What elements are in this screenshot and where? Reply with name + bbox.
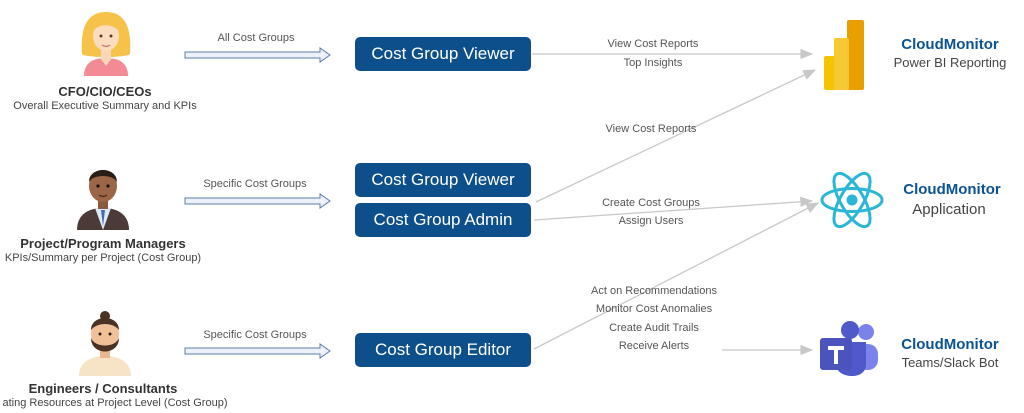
action-label-view-cost-reports: View Cost Reports (607, 38, 699, 50)
action-label-top-insights: Top Insights (623, 57, 683, 69)
target-brand-teams: CloudMonitor (901, 336, 999, 353)
role-title-executive: CFO/CIO/CEOs (58, 84, 152, 99)
power-bi-icon (824, 20, 864, 90)
role-subtitle-engineer: ating Resources at Project Level (Cost G… (2, 397, 228, 409)
access-label-engineer: Specific Cost Groups (203, 329, 307, 341)
cost-group-viewer-box: Cost Group Viewer (355, 163, 531, 197)
engineer-avatar-icon (79, 311, 131, 376)
target-name-teams: Teams/Slack Bot (901, 355, 999, 370)
executive-avatar-icon (81, 12, 131, 76)
action-label-monitor-cost-anomalies: Monitor Cost Anomalies (595, 303, 713, 315)
access-arrow-manager (184, 193, 331, 209)
action-label-assign-users: Assign Users (618, 215, 684, 227)
role-subtitle-manager: KPIs/Summary per Project (Cost Group) (4, 252, 202, 264)
access-label-executive: All Cost Groups (217, 32, 295, 44)
target-brand-application: CloudMonitor (903, 181, 1001, 198)
action-label-receive-alerts: Receive Alerts (618, 340, 690, 352)
role-title-manager: Project/Program Managers (20, 236, 186, 251)
access-arrow-engineer (184, 343, 331, 359)
role-subtitle-executive: Overall Executive Summary and KPIs (13, 100, 197, 112)
cost-group-editor-box: Cost Group Editor (355, 333, 531, 367)
react-icon (820, 171, 884, 229)
line-viewer2-to-powerbi (535, 69, 817, 203)
target-name-application: Application (912, 201, 986, 218)
access-label-manager: Specific Cost Groups (203, 178, 307, 190)
line-editor-to-application (533, 202, 820, 350)
manager-avatar-icon (77, 170, 129, 230)
cost-group-admin-box: Cost Group Admin (355, 203, 531, 237)
target-name-powerbi: Power BI Reporting (893, 55, 1007, 70)
role-title-engineer: Engineers / Consultants (28, 381, 178, 396)
target-brand-powerbi: CloudMonitor (901, 36, 999, 53)
access-arrow-executive (184, 47, 331, 63)
line-admin-to-application (533, 196, 814, 221)
action-label-act-on-recommendations: Act on Recommendations (591, 285, 717, 297)
action-label-create-audit-trails: Create Audit Trails (609, 322, 699, 334)
teams-icon (820, 321, 878, 376)
action-label-view-cost-reports-manager: View Cost Reports (605, 123, 697, 135)
cost-group-viewer-box: Cost Group Viewer (355, 37, 531, 71)
action-label-create-cost-groups: Create Cost Groups (602, 197, 700, 209)
